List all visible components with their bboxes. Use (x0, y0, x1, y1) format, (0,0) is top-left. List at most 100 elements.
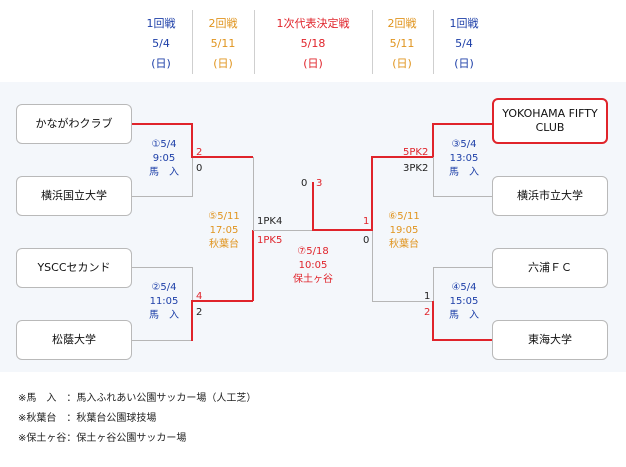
score: 2 (196, 147, 203, 158)
round-header-right-r1: 1回戦 5/4 (日) (429, 14, 499, 74)
round-header-final: 1次代表決定戦 5/18 (日) (263, 14, 363, 74)
bracket-line-winner (312, 229, 372, 231)
bracket-line (132, 267, 192, 268)
header-divider (433, 10, 434, 74)
team-name: 松蔭大学 (52, 333, 96, 346)
header-divider (372, 10, 373, 74)
round-header-left-r2: 2回戦 5/11 (日) (188, 14, 258, 74)
score: 1 (424, 291, 431, 302)
bracket-line-winner (371, 156, 433, 158)
round-title: 1回戦 (146, 17, 176, 30)
round-title: 2回戦 (387, 17, 417, 30)
bracket-line-winner (191, 156, 253, 158)
match-venue: 馬 入 (449, 310, 479, 321)
score: 1 (363, 216, 370, 227)
score: 2 (424, 307, 431, 318)
team-name: YSCCセカンド (37, 261, 111, 274)
team-name: 横浜国立大学 (41, 189, 107, 202)
match-date: ①5/4 (151, 139, 177, 150)
round-day: (日) (454, 57, 474, 70)
score: 2 (196, 307, 203, 318)
round-title: 2回戦 (208, 17, 238, 30)
bracket-line (372, 231, 373, 301)
bracket-line (132, 196, 192, 197)
venue-note: ※馬 入 ：馬入ふれあい公園サッカー場（人工芝） (18, 393, 257, 404)
match-venue: 馬 入 (149, 310, 179, 321)
match-date: ⑥5/11 (388, 211, 420, 222)
score: 3PK2 (403, 163, 429, 174)
bracket-line (372, 301, 433, 302)
match-time: 17:05 (209, 225, 239, 236)
score: 3 (316, 178, 323, 189)
team-box-right-1: YOKOHAMA FIFTY CLUB (492, 98, 608, 144)
team-name: 横浜市立大学 (517, 189, 583, 202)
score: 5PK2 (403, 147, 429, 158)
score: 0 (196, 163, 203, 174)
bracket-line-winner (132, 123, 192, 125)
round-title: 1次代表決定戦 (276, 17, 350, 30)
match-venue: 馬 入 (449, 167, 479, 178)
round-date: 5/11 (389, 37, 415, 50)
bracket-line (253, 157, 254, 230)
round-title: 1回戦 (449, 17, 479, 30)
round-date: 5/4 (455, 37, 473, 50)
team-name: かながわクラブ (35, 117, 113, 130)
score: 1PK4 (257, 216, 283, 227)
bracket-line (433, 157, 434, 197)
score: 4 (196, 291, 203, 302)
round-header-area: 1回戦 5/4 (日) 2回戦 5/11 (日) 1次代表決定戦 5/18 (日… (0, 0, 626, 82)
match-date: ⑤5/11 (208, 211, 240, 222)
match-time: 15:05 (449, 296, 479, 307)
round-day: (日) (151, 57, 171, 70)
bracket-line (433, 267, 493, 268)
team-box-left-2: 横浜国立大学 (16, 176, 132, 216)
header-divider (192, 10, 193, 74)
bracket-line-winner (191, 123, 193, 157)
venue-note: ※保土ヶ谷：保土ヶ谷公園サッカー場 (18, 433, 187, 444)
match-info-6: ⑥5/11 19:05 秋葉台 (376, 210, 432, 252)
bracket-line-winner (191, 300, 253, 302)
match-venue: 秋葉台 (389, 239, 419, 250)
match-venue: 馬 入 (149, 167, 179, 178)
team-box-right-2: 横浜市立大学 (492, 176, 608, 216)
bracket-line-winner (432, 123, 492, 125)
score: 0 (301, 178, 308, 189)
team-name: 東海大学 (528, 333, 572, 346)
round-day: (日) (213, 57, 233, 70)
round-date: 5/11 (210, 37, 236, 50)
bracket-line (132, 340, 192, 341)
match-info-4: ④5/4 15:05 馬 入 (440, 281, 488, 323)
team-box-right-3: 六浦ＦＣ (492, 248, 608, 288)
match-time: 10:05 (298, 260, 328, 271)
bracket-line-winner (371, 156, 373, 231)
bracket-line-winner (432, 123, 434, 158)
team-name: 六浦ＦＣ (528, 261, 572, 274)
match-info-2: ②5/4 11:05 馬 入 (140, 281, 188, 323)
match-venue: 保土ヶ谷 (293, 274, 333, 285)
bracket-line-winner (191, 301, 193, 341)
team-box-left-4: 松蔭大学 (16, 320, 132, 360)
bracket-line-winner (432, 301, 434, 341)
match-time: 9:05 (152, 153, 176, 164)
match-info-5: ⑤5/11 17:05 秋葉台 (196, 210, 252, 252)
match-info-3: ③5/4 13:05 馬 入 (440, 138, 488, 180)
match-venue: 秋葉台 (209, 239, 239, 250)
bracket-line (253, 230, 313, 231)
bracket-line (433, 196, 493, 197)
score: 0 (363, 235, 370, 246)
header-divider (254, 10, 255, 74)
match-time: 11:05 (149, 296, 179, 307)
bracket-line-winner (312, 182, 314, 231)
round-header-left-r1: 1回戦 5/4 (日) (126, 14, 196, 74)
match-date: ⑦5/18 (297, 246, 329, 257)
match-info-1: ①5/4 9:05 馬 入 (140, 138, 188, 180)
venue-note: ※秋葉台 ：秋葉台公園球技場 (18, 413, 157, 424)
round-header-right-r2: 2回戦 5/11 (日) (367, 14, 437, 74)
round-date: 5/18 (300, 37, 326, 50)
team-name: YOKOHAMA FIFTY CLUB (502, 107, 598, 134)
round-day: (日) (392, 57, 412, 70)
bracket-line-winner (432, 339, 492, 341)
match-date: ④5/4 (451, 282, 477, 293)
team-box-left-1: かながわクラブ (16, 104, 132, 144)
team-box-left-3: YSCCセカンド (16, 248, 132, 288)
